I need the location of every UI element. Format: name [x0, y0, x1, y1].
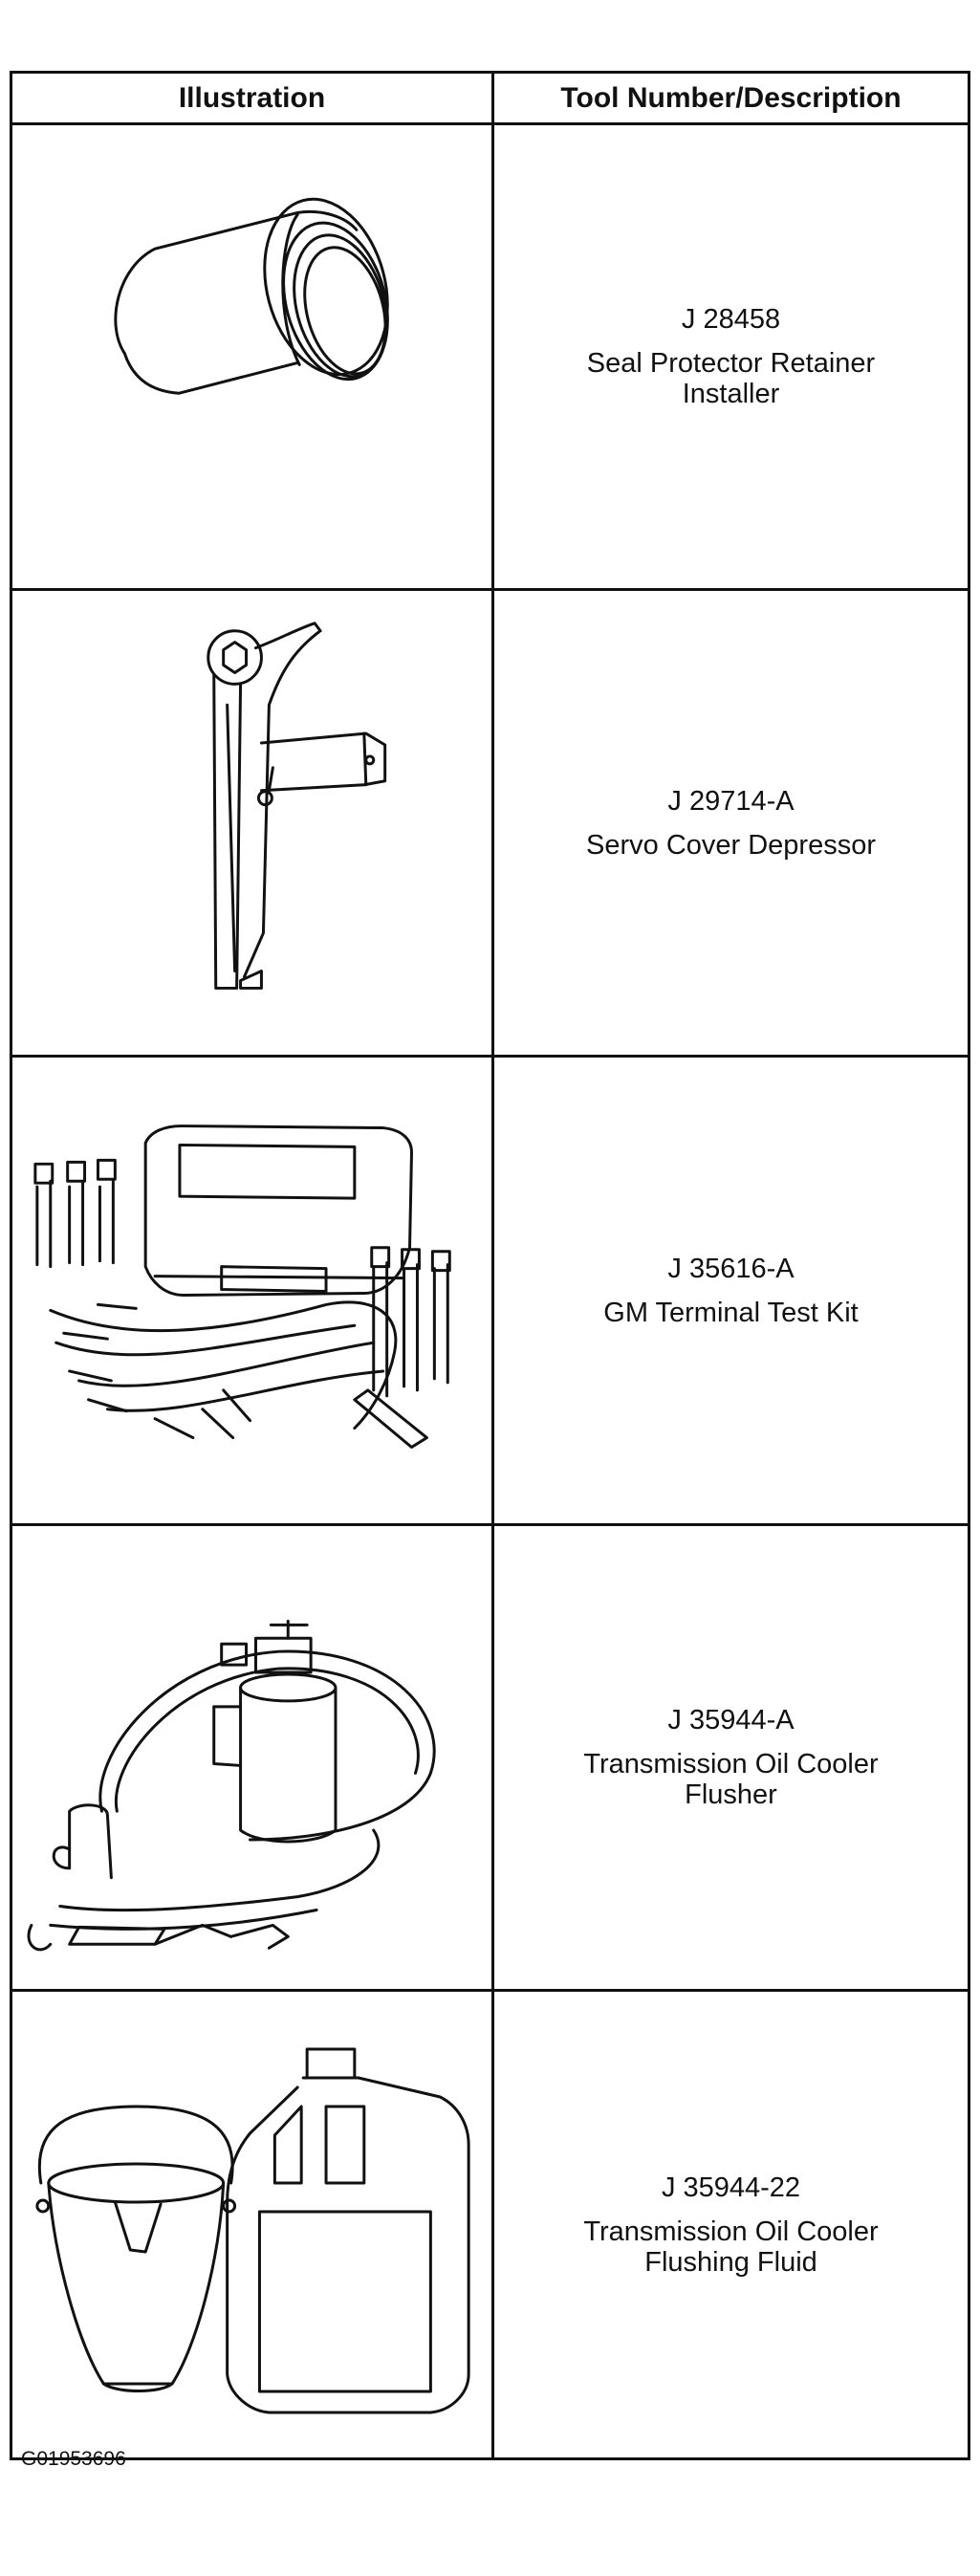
terminal-test-kit-icon	[33, 1124, 451, 1449]
tool-number: J 35944-22	[661, 2172, 801, 2203]
tool-description-line: Flusher	[685, 1779, 777, 1810]
header-description: Tool Number/Description	[494, 74, 968, 125]
tool-number: J 35944-A	[667, 1705, 795, 1736]
servo-cover-depressor-icon	[207, 622, 387, 990]
tool-description-line: Flushing Fluid	[644, 2246, 817, 2278]
tool-description-line: Seal Protector Retainer	[586, 348, 876, 379]
flushing-fluid-icon	[35, 2047, 470, 2414]
tool-number: J 35616-A	[667, 1253, 795, 1284]
description-cell-4: J 35944-A Transmission Oil Cooler Flushe…	[494, 1526, 968, 1992]
illustration-cell-3	[12, 1058, 494, 1526]
description-cell-5: J 35944-22 Transmission Oil Cooler Flush…	[494, 1992, 968, 2457]
tool-number: J 28458	[681, 304, 781, 335]
tool-number: J 29714-A	[667, 785, 795, 817]
description-cell-1: J 28458 Seal Protector Retainer Installe…	[494, 125, 968, 591]
description-cell-2: J 29714-A Servo Cover Depressor	[494, 591, 968, 1058]
illustration-cell-5	[12, 1992, 494, 2457]
illustration-cell-4	[12, 1526, 494, 1992]
illustration-cell-2	[12, 591, 494, 1058]
illustration-cell-1	[12, 125, 494, 591]
tool-description-line: Servo Cover Depressor	[586, 829, 876, 861]
special-tools-table: Illustration Tool Number/Description J 2…	[10, 71, 970, 2460]
oil-cooler-flusher-icon	[27, 1619, 436, 1952]
tool-description-line: Installer	[682, 379, 780, 409]
seal-protector-installer-icon	[114, 197, 389, 395]
tool-description-line: GM Terminal Test Kit	[603, 1297, 859, 1328]
tool-description-line: Transmission Oil Cooler	[583, 1749, 879, 1779]
description-cell-3: J 35616-A GM Terminal Test Kit	[494, 1058, 968, 1526]
header-illustration: Illustration	[12, 74, 494, 125]
tool-description-line: Transmission Oil Cooler	[583, 2216, 879, 2247]
figure-code: G01953696	[21, 2448, 126, 2470]
